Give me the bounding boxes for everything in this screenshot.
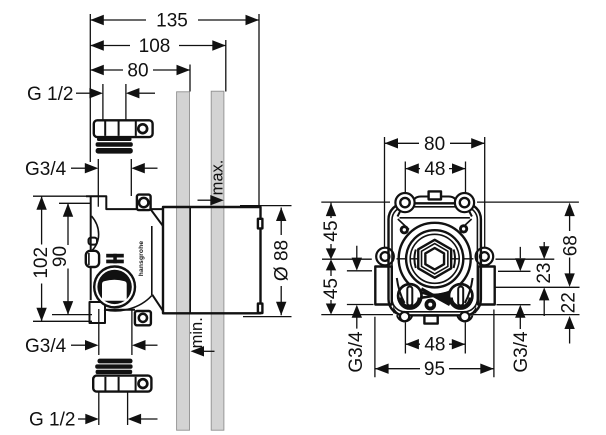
svg-text:48: 48 <box>424 159 445 180</box>
svg-text:G3/4: G3/4 <box>25 159 67 180</box>
svg-text:min.: min. <box>188 317 206 348</box>
svg-text:95: 95 <box>424 359 445 380</box>
svg-text:48: 48 <box>424 335 445 356</box>
svg-text:45: 45 <box>321 220 342 241</box>
svg-text:68: 68 <box>561 235 582 256</box>
svg-text:80: 80 <box>127 61 148 82</box>
svg-text:135: 135 <box>156 11 188 32</box>
svg-text:102: 102 <box>31 247 52 279</box>
svg-text:108: 108 <box>139 36 171 57</box>
svg-text:23: 23 <box>534 263 555 284</box>
svg-text:45: 45 <box>321 278 342 299</box>
svg-text:max.: max. <box>209 160 227 196</box>
svg-text:G3/4: G3/4 <box>511 331 532 373</box>
svg-text:G3/4: G3/4 <box>25 336 67 357</box>
svg-text:hansgrohe: hansgrohe <box>138 241 145 277</box>
svg-text:G3/4: G3/4 <box>346 331 367 373</box>
svg-text:Ø 88: Ø 88 <box>272 240 293 281</box>
svg-text:90: 90 <box>50 246 71 267</box>
svg-text:80: 80 <box>424 134 445 155</box>
svg-text:G 1/2: G 1/2 <box>29 410 75 431</box>
svg-text:G 1/2: G 1/2 <box>27 84 73 105</box>
svg-text:22: 22 <box>558 292 579 313</box>
